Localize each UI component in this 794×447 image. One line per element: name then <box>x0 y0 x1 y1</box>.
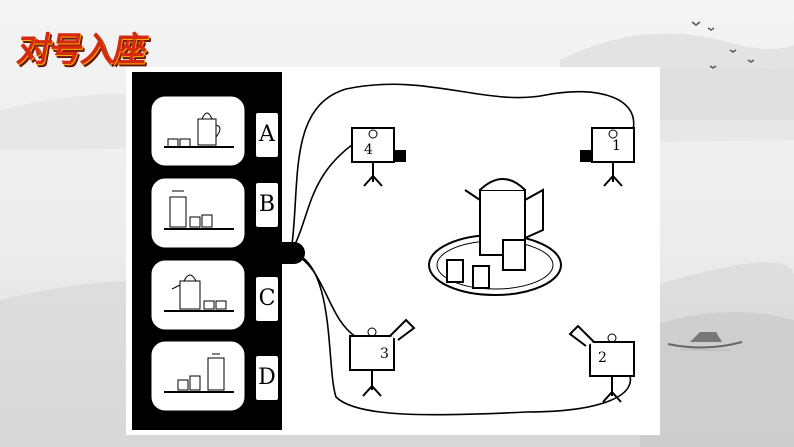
teapot-scene-image <box>428 178 562 296</box>
camera-4-number: 4 <box>364 142 373 158</box>
option-c-label[interactable]: C <box>255 276 279 322</box>
boat-icon <box>667 332 743 351</box>
page-title: 对号入座 <box>13 30 149 70</box>
option-b-image[interactable] <box>150 177 246 249</box>
camera-4-icon <box>351 127 406 187</box>
birds-icon <box>691 21 755 69</box>
camera-3-number: 3 <box>380 346 389 362</box>
option-a-image[interactable] <box>150 95 246 167</box>
camera-2-icon <box>568 324 635 403</box>
option-d-image[interactable] <box>150 340 246 412</box>
option-b-label[interactable]: B <box>255 182 279 228</box>
camera-2-number: 2 <box>598 350 607 366</box>
option-d-label[interactable]: D <box>255 355 279 401</box>
camera-1-number: 1 <box>612 138 621 154</box>
option-c-image[interactable] <box>150 259 246 331</box>
camera-3-icon <box>349 318 416 397</box>
option-a-label[interactable]: A <box>255 112 279 158</box>
panel-connector <box>279 242 305 264</box>
camera-1-icon <box>580 127 635 187</box>
